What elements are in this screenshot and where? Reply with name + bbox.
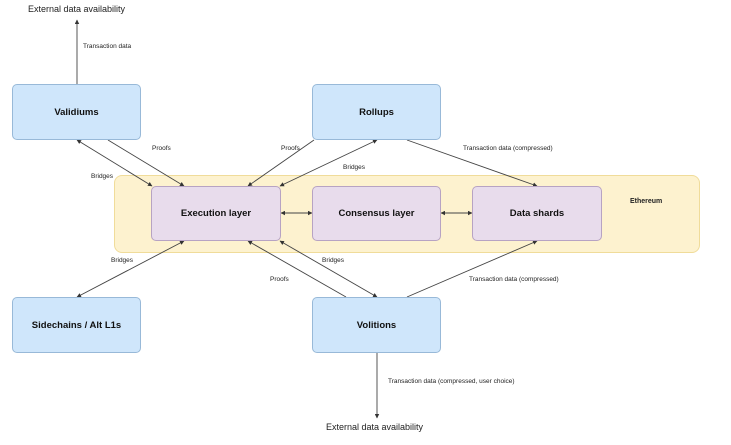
node-sidechains: Sidechains / Alt L1s: [12, 297, 141, 353]
node-consensus-layer: Consensus layer: [312, 186, 441, 241]
node-rollups: Rollups: [312, 84, 441, 140]
external-data-bottom: External data availability: [326, 422, 424, 432]
label-validiums-bridges: Bridges: [91, 173, 114, 180]
label-rollups-bridges: Bridges: [343, 164, 366, 171]
edge-volitions-shards: [406, 240, 538, 298]
node-execution-layer: Execution layer: [151, 186, 281, 241]
label-volitions-shards: Transaction data (compressed): [469, 276, 559, 283]
label-volitions-proofs: Proofs: [270, 276, 289, 283]
edge-rollups-bridges: [279, 139, 378, 187]
edge-rollups-shards: [406, 139, 538, 187]
node-data-shards: Data shards: [472, 186, 602, 241]
label-volitions-external: Transaction data (compressed, user choic…: [388, 378, 515, 385]
edge-volitions-bridges: [279, 240, 378, 298]
label-rollups-shards: Transaction data (compressed): [463, 145, 553, 152]
edge-volitions-proofs: [247, 240, 347, 298]
node-validiums: Validiums: [12, 84, 141, 140]
label-validiums-external: Transaction data: [83, 43, 132, 50]
ethereum-label: Ethereum: [630, 198, 663, 205]
edge-validiums-bridges: [76, 139, 153, 187]
edge-validiums-proofs: [107, 139, 185, 187]
label-sidechains-bridges: Bridges: [111, 257, 134, 264]
node-volitions: Volitions: [312, 297, 441, 353]
edge-sidechains-bridges: [76, 240, 185, 298]
label-validiums-proofs: Proofs: [152, 145, 171, 152]
external-data-top: External data availability: [28, 4, 126, 14]
label-volitions-bridges: Bridges: [322, 257, 345, 264]
label-rollups-proofs: Proofs: [281, 145, 300, 152]
